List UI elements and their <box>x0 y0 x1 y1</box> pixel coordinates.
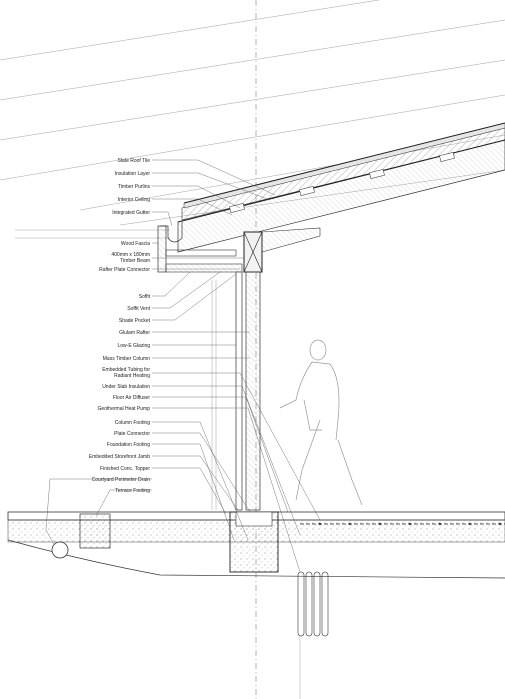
svg-text:Timber Beam: Timber Beam <box>120 258 150 264</box>
callout-courtyard-perimeter-drain: Courtyard Perimeter Drain <box>45 477 152 545</box>
svg-text:Foundation Footing: Foundation Footing <box>107 442 150 448</box>
svg-text:Finished Conc. Topper: Finished Conc. Topper <box>100 466 150 472</box>
callout-finished-conc-topper: Finished Conc. Topper <box>100 466 227 515</box>
svg-text:Insulation Layer: Insulation Layer <box>115 171 151 177</box>
svg-text:Mass Timber Column: Mass Timber Column <box>103 356 150 362</box>
svg-text:Shade Pocket: Shade Pocket <box>119 318 151 324</box>
perimeter-drain <box>51 541 69 559</box>
svg-text:Embedded Tubing for: Embedded Tubing for <box>102 367 150 373</box>
callout-wood-fascia: Wood Fascia <box>121 241 158 247</box>
svg-text:Column Footing: Column Footing <box>115 420 151 426</box>
svg-text:Geothermal Heat Pump: Geothermal Heat Pump <box>97 406 150 412</box>
callout-floor-air-diffuser: Floor Air Diffuser <box>113 395 289 513</box>
callout-geothermal-heat-pump: Geothermal Heat Pump <box>97 406 301 573</box>
callout-interior-ceiling: Interior Ceiling <box>118 197 233 216</box>
callout-shade-pocket: Shade Pocket <box>119 273 237 324</box>
svg-text:Rafter Plate Connector: Rafter Plate Connector <box>99 267 150 273</box>
eave-assembly <box>157 222 243 273</box>
roof-assembly <box>177 122 505 253</box>
callout-terrace-footing: Terrace Footing <box>95 488 152 517</box>
callout-mass-timber-column: Mass Timber Column <box>103 356 250 362</box>
svg-text:Slate Roof Tile: Slate Roof Tile <box>117 158 150 164</box>
callout-low-e-glazing: Low-E Glazing <box>117 343 236 349</box>
callout-soffit: Soffit <box>139 271 191 300</box>
callout-column-footing: Column Footing <box>115 420 249 541</box>
svg-text:Plate Connector: Plate Connector <box>114 431 150 437</box>
svg-text:Soffit: Soffit <box>139 294 151 300</box>
callout-rafter-plate-connector: Rafter Plate Connector <box>99 267 240 273</box>
callout-slate-roof-tile: Slate Roof Tile <box>117 158 276 196</box>
svg-text:Embedded Storefront Jamb: Embedded Storefront Jamb <box>89 454 150 460</box>
svg-text:Wood Fascia: Wood Fascia <box>121 241 150 247</box>
timber-beam <box>243 227 321 273</box>
person-silhouette <box>279 339 363 506</box>
svg-text:Courtyard Perimeter Drain: Courtyard Perimeter Drain <box>92 477 151 483</box>
svg-text:Glulam Rafter: Glulam Rafter <box>119 330 150 336</box>
svg-text:Terrace Footing: Terrace Footing <box>115 488 150 494</box>
svg-text:Low-E Glazing: Low-E Glazing <box>117 343 150 349</box>
svg-text:Interior Ceiling: Interior Ceiling <box>118 197 150 203</box>
callout-labels: Slate Roof Tile Insulation Layer Timber … <box>45 158 321 573</box>
callout-under-slab-insulation: Under Slab Insulation <box>102 384 301 536</box>
callout-plate-connector: Plate Connector <box>114 431 251 513</box>
svg-text:Under Slab Insulation: Under Slab Insulation <box>102 384 150 390</box>
callout-integrated-gutter: Integrated Gutter <box>112 210 173 227</box>
callout-embedded-storefront-jamb: Embedded Storefront Jamb <box>89 454 239 511</box>
callout-timber-purlins: Timber Purlins <box>118 184 241 209</box>
callout-insulation-layer: Insulation Layer <box>115 171 271 201</box>
callout-soffit-vent: Soffit Vent <box>127 271 221 312</box>
svg-text:Floor Air Diffuser: Floor Air Diffuser <box>113 395 150 401</box>
slab-and-ground <box>7 511 505 699</box>
column-and-glazing <box>211 271 261 511</box>
svg-text:Integrated Gutter: Integrated Gutter <box>112 210 150 216</box>
svg-text:400mm x 180mm: 400mm x 180mm <box>111 252 150 258</box>
callout-glulam-rafter: Glulam Rafter <box>119 330 250 336</box>
geothermal-coil <box>297 571 329 637</box>
svg-text:Radiant Heating: Radiant Heating <box>114 373 150 379</box>
svg-text:Timber Purlins: Timber Purlins <box>118 184 151 190</box>
svg-text:Soffit Vent: Soffit Vent <box>127 306 150 312</box>
